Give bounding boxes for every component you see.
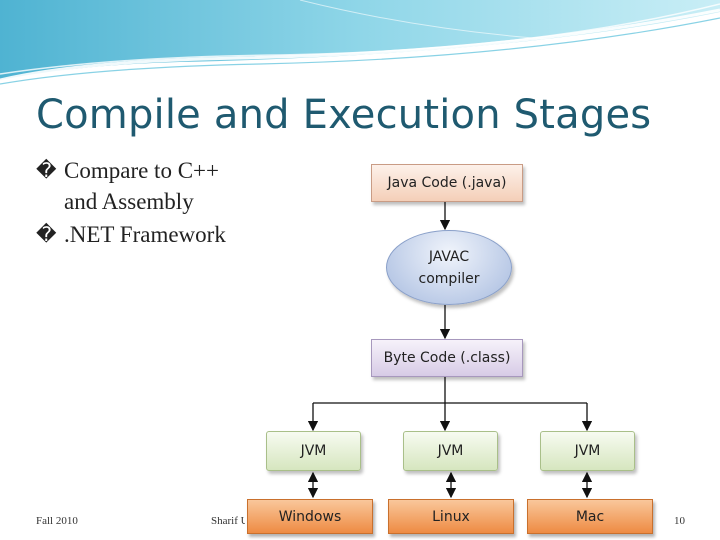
os-box-mac: Mac xyxy=(527,499,653,534)
diagram-connectors xyxy=(307,202,593,499)
bullet-item: � .NET Framework xyxy=(36,219,246,250)
compiler-label-line2: compiler xyxy=(418,270,480,287)
footer-page-number: 10 xyxy=(674,515,685,527)
bullet-text: Compare to C++ and Assembly xyxy=(64,158,219,214)
slide-title: Compile and Execution Stages xyxy=(36,92,652,138)
footer-date: Fall 2010 xyxy=(36,515,78,527)
bullet-list: � Compare to C++ and Assembly � .NET Fra… xyxy=(36,155,246,252)
jvm-box-linux: JVM xyxy=(403,431,498,471)
bullet-text: .NET Framework xyxy=(64,222,226,247)
os-box-linux: Linux xyxy=(388,499,514,534)
byte-code-box: Byte Code (.class) xyxy=(371,339,523,377)
bullet-glyph-icon: � xyxy=(36,222,57,246)
jvm-box-windows: JVM xyxy=(266,431,361,471)
jvm-box-mac: JVM xyxy=(540,431,635,471)
bullet-glyph-icon: � xyxy=(36,158,57,182)
os-box-windows: Windows xyxy=(247,499,373,534)
compile-execution-diagram: Java Code (.java) JAVAC compiler Byte Co… xyxy=(245,158,657,540)
footer-affiliation: Sharif U xyxy=(211,515,249,527)
java-code-box: Java Code (.java) xyxy=(371,164,523,202)
compiler-label-line1: JAVAC xyxy=(428,248,470,265)
header-wave-decoration xyxy=(0,0,720,85)
bullet-item: � Compare to C++ and Assembly xyxy=(36,155,246,217)
javac-compiler-ellipse: JAVAC compiler xyxy=(386,230,512,305)
